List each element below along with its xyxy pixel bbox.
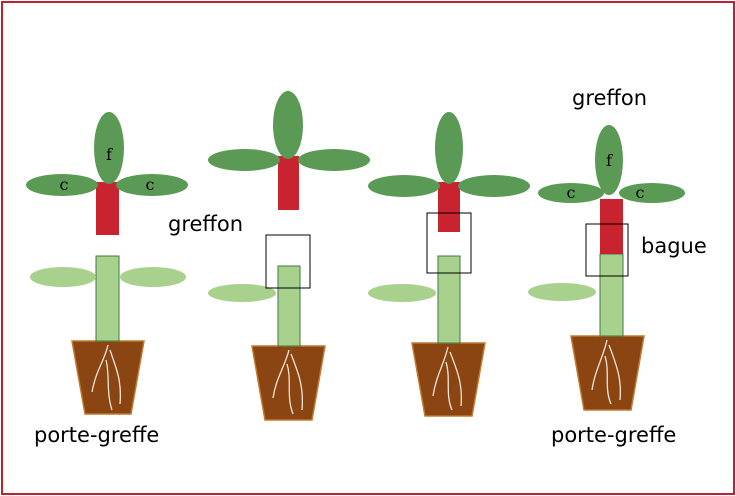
rootstock-leaf-4: [528, 283, 596, 301]
rootstock-leaf-left-1: [30, 267, 96, 287]
cotyledon-left-2: [208, 149, 280, 171]
rootstock-stem-4: [600, 254, 623, 336]
rootstock-leaf-3: [368, 284, 436, 302]
cotyledon-letter-left-1: c: [60, 175, 69, 194]
porte-greffe-label-1: porte-greffe: [34, 423, 159, 447]
greffon-label-4: greffon: [572, 86, 647, 110]
greffon-label-2: greffon: [168, 212, 243, 236]
pot-2: [252, 346, 325, 420]
cotyledon-letter-left-4: c: [567, 183, 576, 202]
cotyledon-right-2: [298, 149, 370, 171]
rootstock-stem-1: [96, 256, 119, 341]
bague-label-4: bague: [641, 234, 707, 258]
cotyledon-left-3: [368, 175, 440, 197]
cotyledon-letter-right-4: c: [636, 183, 645, 202]
scion-stem-2: [278, 156, 299, 210]
plant-4-grafted: c c f greffon bague porte-greffe: [528, 86, 707, 447]
cotyledon-right-3: [458, 175, 530, 197]
rootstock-leaf-right-1: [120, 267, 186, 287]
rootstock-stem-2: [278, 266, 300, 346]
porte-greffe-label-4: porte-greffe: [551, 423, 676, 447]
true-leaf-3: [435, 112, 463, 184]
scion-stem-3: [438, 182, 460, 232]
scion-stem-1: [96, 182, 119, 235]
true-leaf-2: [273, 91, 303, 159]
plant-2-cut: greffon: [168, 91, 370, 420]
rootstock-stem-3: [438, 256, 460, 343]
scion-stem-4: [600, 199, 623, 254]
plant-3-insertion: [368, 112, 530, 416]
plant-1-complete-seedling: c c f porte-greffe: [26, 112, 188, 447]
cotyledon-letter-right-1: c: [146, 175, 155, 194]
cotyledon-right-4: [619, 183, 685, 203]
